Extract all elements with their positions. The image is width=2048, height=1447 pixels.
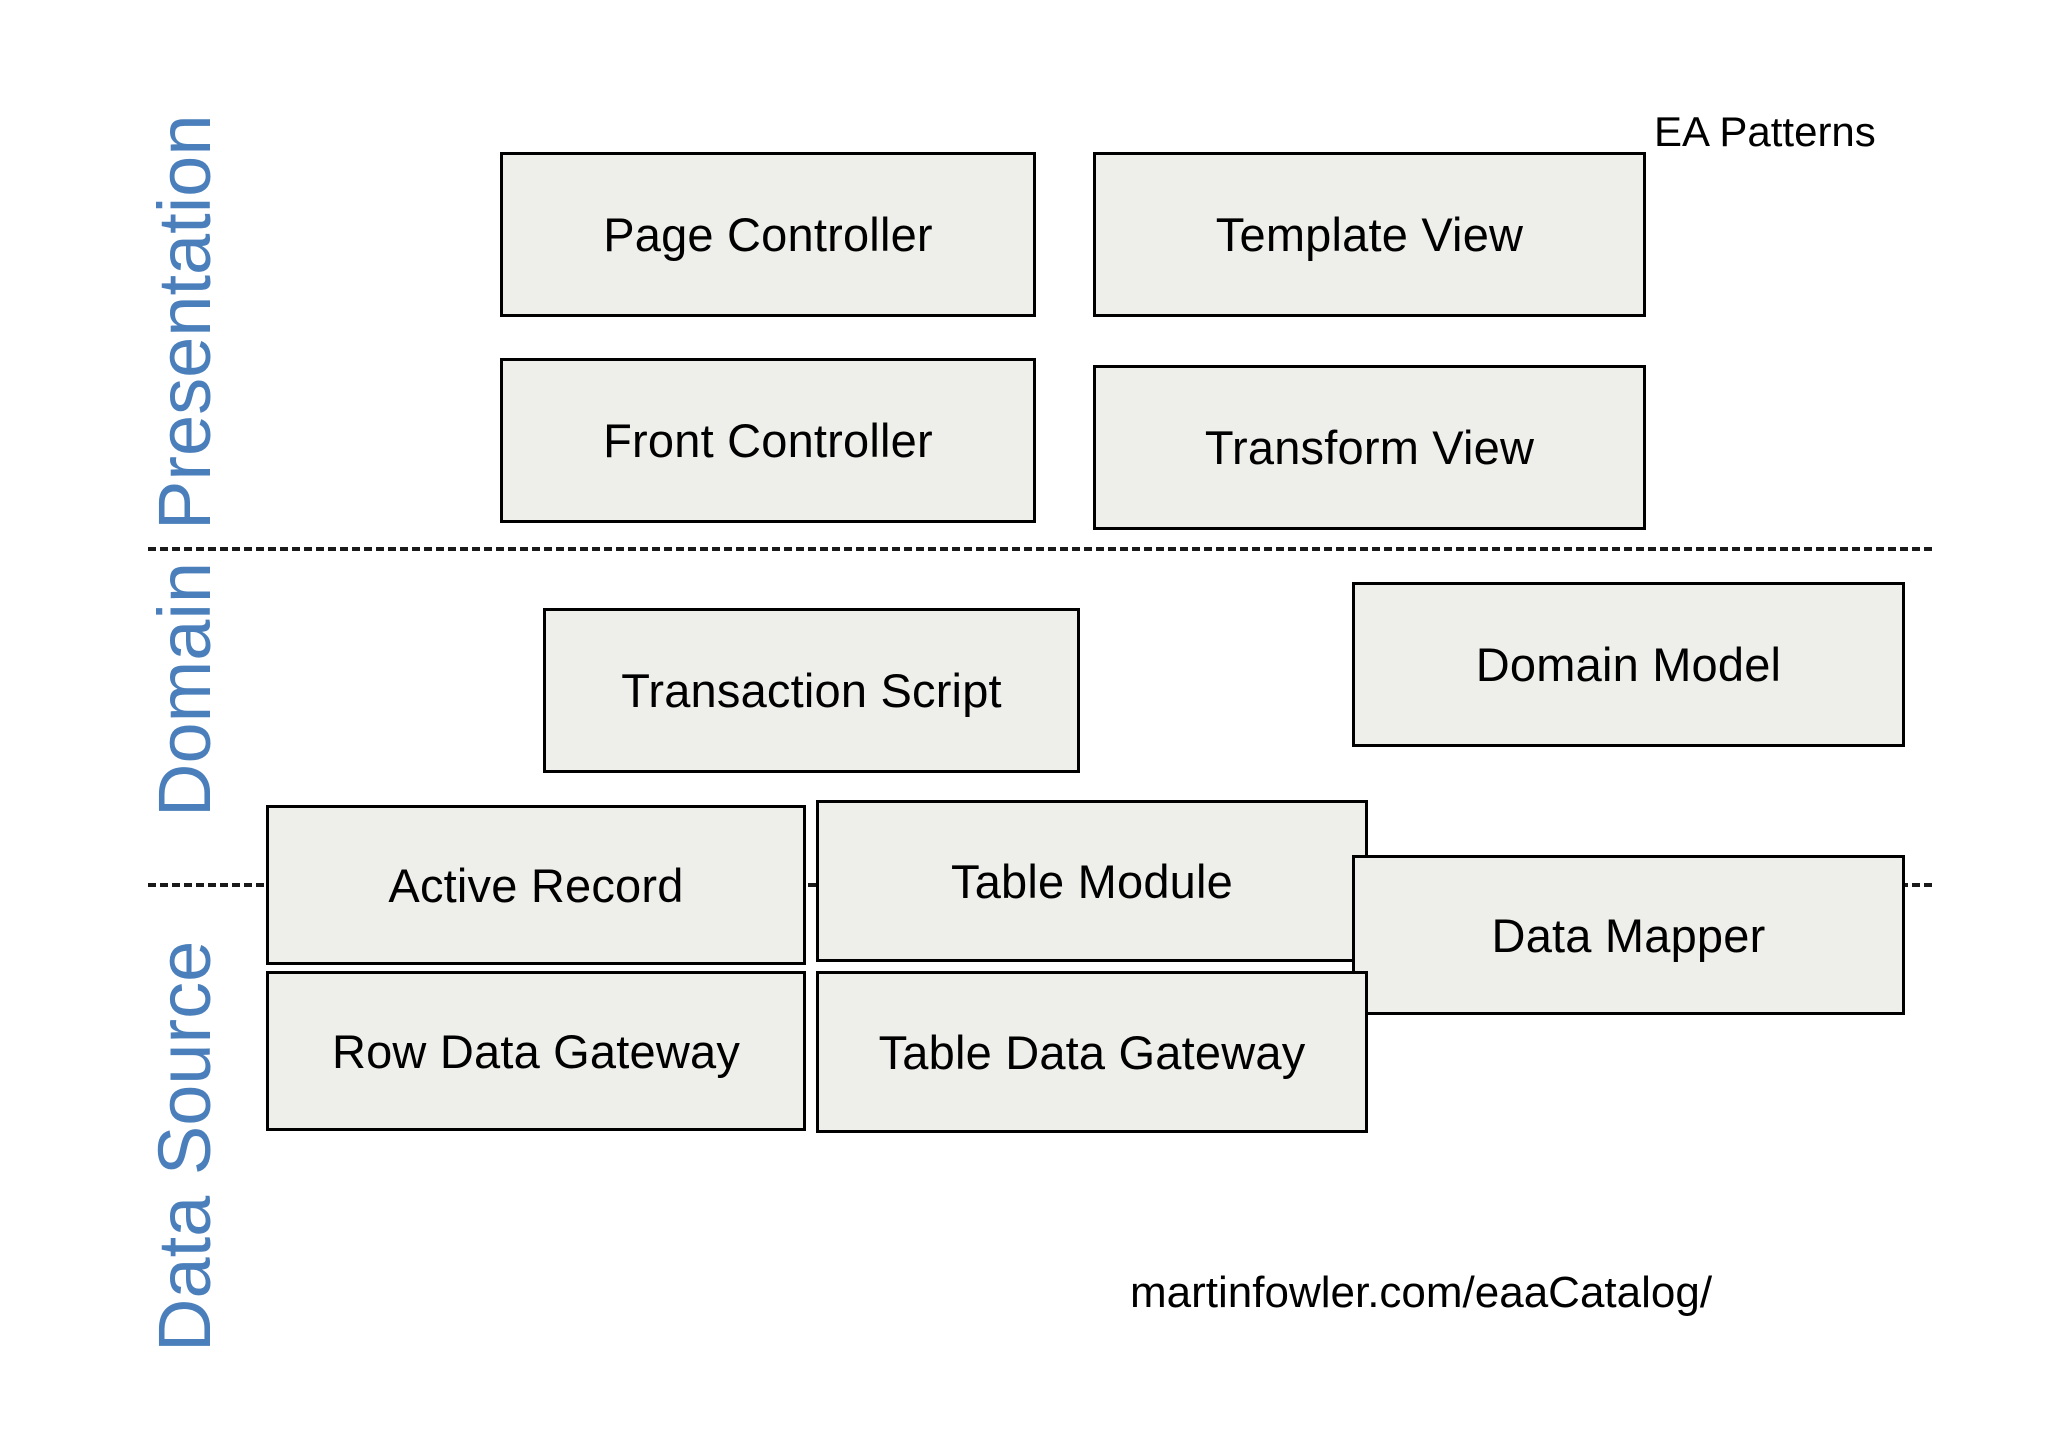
pattern-label-active-record: Active Record (388, 858, 684, 912)
pattern-box-page-controller[interactable]: Page Controller (500, 152, 1036, 317)
separator-presentation-domain (148, 547, 1932, 551)
pattern-label-transform-view: Transform View (1204, 421, 1535, 474)
pattern-label-front-controller: Front Controller (603, 414, 933, 467)
pattern-label-row-data-gateway: Row Data Gateway (331, 1024, 741, 1078)
pattern-box-transform-view[interactable]: Transform View (1093, 365, 1646, 530)
pattern-box-domain-model[interactable]: Domain Model (1352, 582, 1905, 747)
catalog-url-text: martinfowler.com/eaaCatalog/ (1130, 1268, 1713, 1317)
pattern-box-row-data-gateway[interactable]: Row Data Gateway (266, 971, 806, 1131)
layer-label-domain: Domain (143, 562, 226, 817)
pattern-label-table-module: Table Module (951, 854, 1233, 908)
page-title: EA Patterns (1654, 108, 1876, 155)
pattern-label-transaction-script: Transaction Script (621, 664, 1002, 717)
pattern-label-domain-model: Domain Model (1475, 638, 1782, 691)
pattern-box-transaction-script[interactable]: Transaction Script (543, 608, 1080, 773)
pattern-label-data-mapper: Data Mapper (1491, 908, 1766, 962)
pattern-label-template-view: Template View (1215, 208, 1524, 261)
pattern-box-table-module[interactable]: Table Module (816, 800, 1368, 962)
pattern-box-template-view[interactable]: Template View (1093, 152, 1646, 317)
pattern-box-front-controller[interactable]: Front Controller (500, 358, 1036, 523)
layer-label-data-source: Data Source (143, 940, 226, 1352)
pattern-label-page-controller: Page Controller (603, 208, 933, 261)
pattern-box-table-data-gateway[interactable]: Table Data Gateway (816, 971, 1368, 1133)
pattern-label-table-data-gateway: Table Data Gateway (878, 1025, 1306, 1079)
layer-label-presentation: Presentation (143, 114, 226, 531)
pattern-box-data-mapper[interactable]: Data Mapper (1352, 855, 1905, 1015)
pattern-box-active-record[interactable]: Active Record (266, 805, 806, 965)
